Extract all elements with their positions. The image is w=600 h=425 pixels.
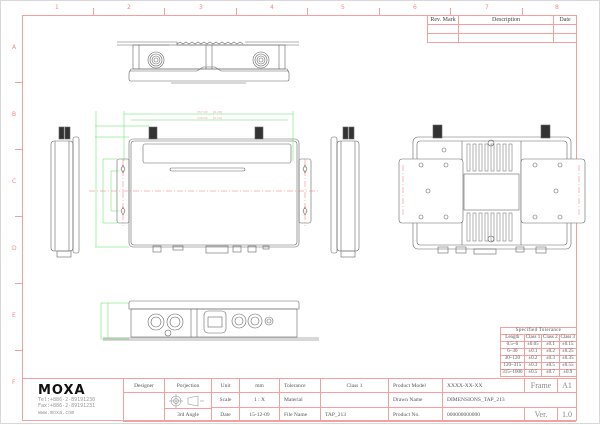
scale-label: Scale — [211, 393, 239, 408]
table-row: 0.5~6±0.05±0.1±0.15 — [500, 341, 578, 349]
rear-view — [398, 124, 586, 255]
left-side-view — [50, 126, 80, 258]
svg-text:[5.12]: [5.12] — [213, 116, 222, 120]
table-row: 315~1000±0.5±0.7±0.9 — [500, 369, 578, 377]
drawn-name-value: DIMENSIONS_TAP_213 — [442, 393, 576, 408]
ver-value: 1.0 — [557, 408, 576, 422]
product-no-value: 000000000000 — [442, 408, 524, 422]
zone-row-B: B — [12, 111, 17, 118]
date-header: Date — [553, 15, 577, 25]
zone-col-5: 5 — [341, 4, 345, 11]
drawn-name-label: Drawn Name — [388, 393, 442, 408]
zone-col-3: 3 — [199, 4, 203, 11]
zone-col-6: 6 — [413, 4, 417, 11]
material-value — [320, 393, 388, 408]
right-side-view — [330, 126, 360, 258]
table-row: 30~120±0.2±0.3±0.35 — [500, 355, 578, 363]
svg-text:[6.18]: [6.18] — [213, 110, 222, 114]
table-row: 6~30±0.1±0.2±0.25 — [500, 348, 578, 356]
unit-label: Unit — [211, 379, 239, 393]
rev-mark-header: Rev. Mark — [427, 15, 459, 25]
svg-text:157.00: 157.00 — [197, 110, 208, 114]
date-label: Date — [211, 408, 239, 422]
zone-col-2: 2 — [127, 4, 131, 11]
projection-label: Porjection — [164, 379, 211, 393]
title-block: MOXA Tel:+886-2-89191230 Fax:+886-2-8919… — [22, 378, 577, 422]
tol-header-length: Length — [500, 334, 525, 342]
company-tel: Tel:+886-2-89191230 — [38, 397, 96, 403]
unit-value: mm — [239, 379, 279, 393]
zone-col-1: 1 — [55, 4, 59, 11]
file-name-label: File Name — [279, 408, 320, 422]
file-name-value: TAP_213 — [320, 408, 388, 422]
projection-value: 3rd Angle — [164, 409, 211, 422]
ver-label: Ver. — [524, 408, 557, 422]
company-fax: Fax:+886-2-89191231 — [38, 403, 96, 409]
scale-value: 1 : X — [239, 393, 279, 408]
tolerance-label: Tolerance — [279, 379, 320, 393]
tol-header-class1: Class 1 — [523, 334, 543, 342]
zone-col-8: 8 — [555, 4, 559, 11]
zone-row-A: A — [12, 44, 17, 51]
date-value: 15-12-09 — [239, 408, 279, 422]
zone-row-F: F — [12, 379, 16, 386]
tolerance-table: Specified Tolerance Length Class 1 Class… — [500, 327, 578, 377]
table-row: 120~315±0.3±0.5±0.55 — [500, 362, 578, 370]
product-model-value: XXXX-XX-XX — [442, 379, 524, 393]
front-view — [116, 126, 312, 254]
moxa-logo: MOXA — [38, 383, 86, 398]
designer-label: Designer — [123, 379, 164, 393]
tol-header-class3: Class 3 — [558, 334, 578, 342]
bottom-connector-view — [103, 300, 319, 341]
product-model-label: Product Model — [388, 379, 442, 393]
product-no-label: Product No. — [388, 408, 442, 422]
zone-col-4: 4 — [270, 4, 274, 11]
company-web: www.moxa.com — [38, 410, 75, 416]
svg-text:130.00: 130.00 — [197, 116, 208, 120]
revision-table: Rev. Mark Description Date — [427, 15, 577, 43]
tolerance-value: Class 1 — [320, 379, 388, 393]
description-header: Description — [458, 15, 554, 25]
zone-row-C: C — [12, 178, 17, 185]
dimension-labels: 157.00 [6.18] 130.00 [5.12] — [197, 110, 222, 120]
tolerance-title: Specified Tolerance — [500, 327, 577, 335]
zone-row-D: D — [12, 245, 17, 252]
top-view — [117, 41, 299, 84]
frame-value: A1 — [557, 379, 576, 393]
zone-col-7: 7 — [485, 4, 489, 11]
zone-row-E: E — [12, 312, 16, 319]
frame-label: Frame — [524, 379, 557, 393]
tol-header-class2: Class 2 — [541, 334, 560, 342]
designer-value — [123, 393, 164, 422]
material-label: Material — [279, 393, 320, 408]
projection-symbol-icon — [164, 393, 211, 409]
